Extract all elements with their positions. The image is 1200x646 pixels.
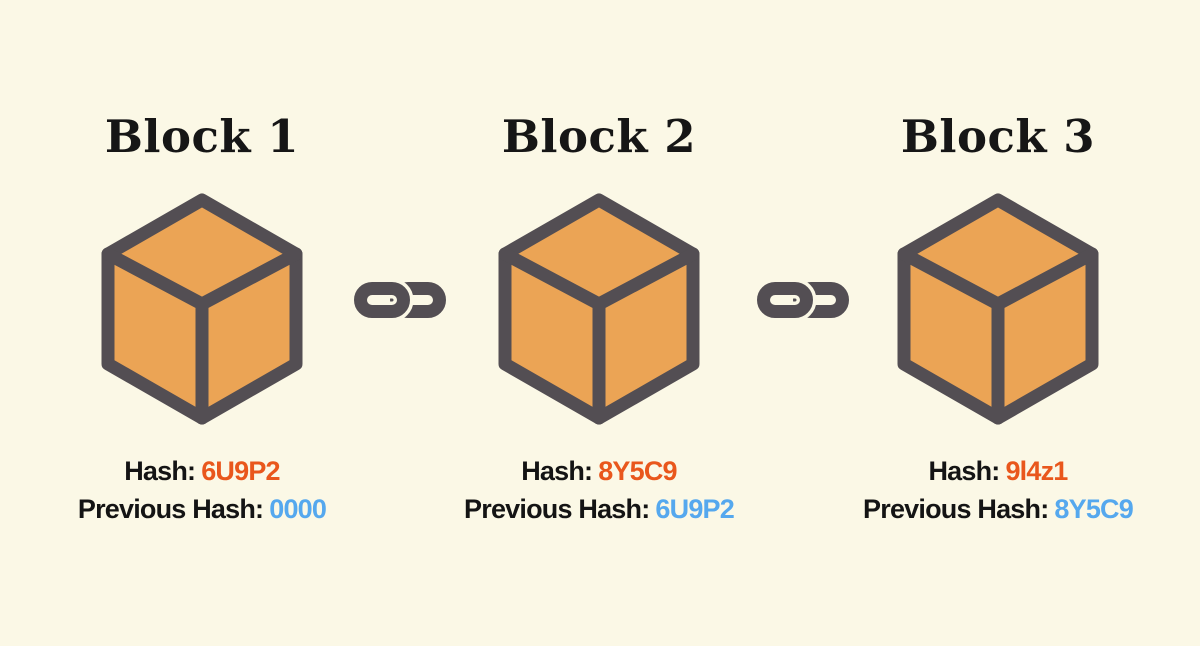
block-column-2: Block 2 Hash:8Y5C9 Previous Hash:6U9P2 <box>439 0 759 646</box>
previous-hash-label: Previous Hash: <box>464 494 650 524</box>
hash-value: 6U9P2 <box>201 456 280 486</box>
previous-hash-row: Previous Hash:8Y5C9 <box>838 490 1158 528</box>
previous-hash-label: Previous Hash: <box>863 494 1049 524</box>
hash-label: Hash: <box>124 456 196 486</box>
hash-row: Hash:8Y5C9 <box>439 452 759 490</box>
chain-link-icon <box>757 280 849 320</box>
cube-icon <box>896 192 1100 426</box>
cube-icon <box>497 192 701 426</box>
chain-link-icon <box>354 280 446 320</box>
previous-hash-label: Previous Hash: <box>77 494 264 524</box>
previous-hash-row: Previous Hash:6U9P2 <box>439 490 759 528</box>
hash-block: Hash:6U9P2 Previous Hash:0000 <box>42 452 362 528</box>
hash-block: Hash:9l4z1 Previous Hash:8Y5C9 <box>838 452 1158 528</box>
block-column-3: Block 3 Hash:9l4z1 Previous Hash:8Y5C9 <box>838 0 1158 646</box>
hash-value: 9l4z1 <box>1005 456 1068 486</box>
block-title: Block 2 <box>501 110 697 163</box>
previous-hash-value: 6U9P2 <box>655 494 734 524</box>
block-column-1: Block 1 Hash:6U9P2 Previous Hash:0000 <box>42 0 362 646</box>
hash-value: 8Y5C9 <box>598 456 677 486</box>
previous-hash-value: 0000 <box>269 494 327 524</box>
previous-hash-row: Previous Hash:0000 <box>42 490 362 528</box>
hash-label: Hash: <box>928 456 1000 486</box>
hash-label: Hash: <box>521 456 593 486</box>
hash-row: Hash:9l4z1 <box>838 452 1158 490</box>
block-title: Block 1 <box>104 110 300 163</box>
cube-icon <box>100 192 304 426</box>
previous-hash-value: 8Y5C9 <box>1054 494 1133 524</box>
hash-block: Hash:8Y5C9 Previous Hash:6U9P2 <box>439 452 759 528</box>
hash-row: Hash:6U9P2 <box>42 452 362 490</box>
block-title: Block 3 <box>900 110 1096 163</box>
